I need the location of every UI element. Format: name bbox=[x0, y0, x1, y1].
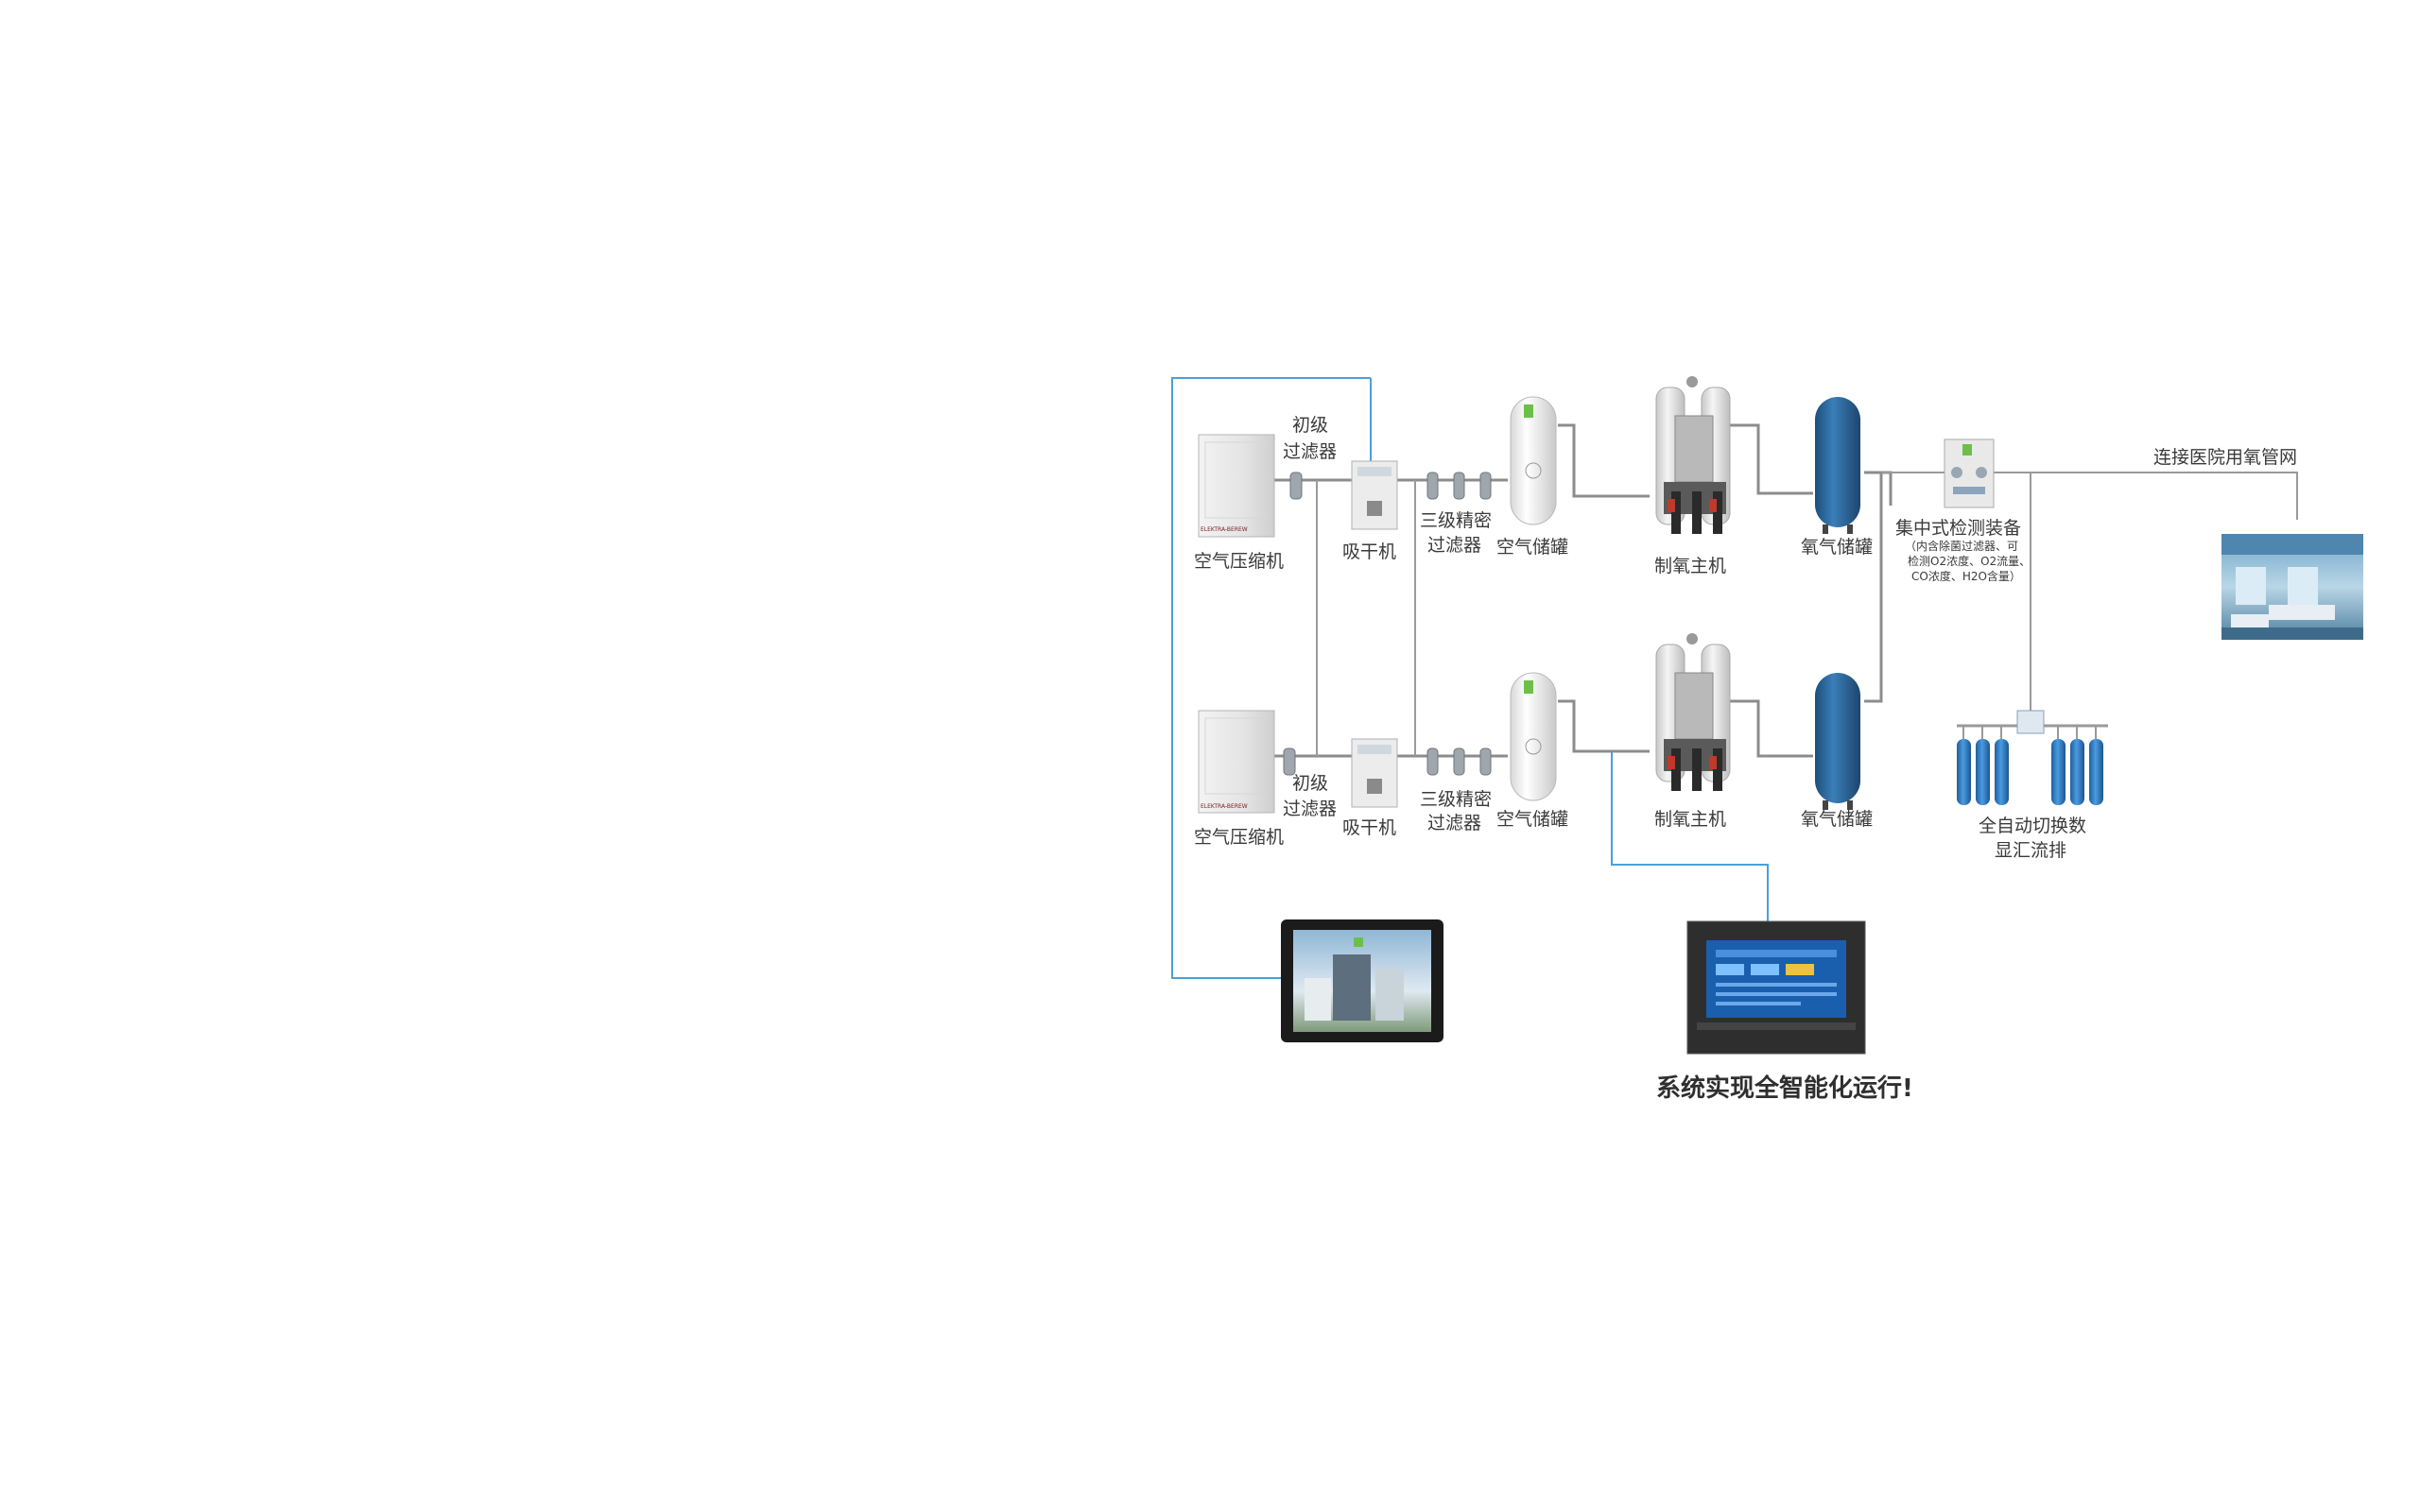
label-primary-filter-bottom-2: 过滤器 bbox=[1283, 799, 1337, 819]
label-monitoring-desc-2: 检测O2浓度、O2流量、 bbox=[1908, 554, 2031, 568]
label-oxygen-generator-top: 制氧主机 bbox=[1654, 556, 1726, 576]
label-dryer-bottom: 吸干机 bbox=[1342, 817, 1396, 838]
label-precision-filter-bottom-2: 过滤器 bbox=[1427, 813, 1481, 833]
precision-filters-top bbox=[1426, 472, 1492, 500]
compressor-brand: ELEKTRA-BEREW bbox=[1201, 803, 1248, 810]
label-monitoring-unit: 集中式检测装备 bbox=[1895, 518, 2021, 539]
air-tank-bottom bbox=[1510, 672, 1557, 801]
central-monitoring-unit bbox=[1944, 438, 1995, 508]
pipes bbox=[1274, 423, 2298, 758]
slogan: 系统实现全智能化运行! bbox=[1656, 1074, 1913, 1103]
hospital-ward-image bbox=[2221, 534, 2363, 640]
label-monitoring-desc-1: （内含除菌过滤器、可 bbox=[1905, 539, 2018, 553]
label-air-tank-bottom: 空气储罐 bbox=[1496, 809, 1568, 830]
oxygen-tank-bottom bbox=[1815, 673, 1860, 810]
oxygen-generator-top bbox=[1655, 376, 1731, 534]
dryer-bottom bbox=[1351, 738, 1398, 808]
tablet-device bbox=[1281, 919, 1443, 1042]
compressor-brand: ELEKTRA-BEREW bbox=[1201, 526, 1248, 533]
label-manifold-2: 显汇流排 bbox=[1995, 840, 2066, 861]
primary-filter-bottom bbox=[1283, 747, 1296, 776]
label-primary-filter-top-2: 过滤器 bbox=[1283, 441, 1337, 462]
label-precision-filter-bottom-1: 三级精密 bbox=[1420, 789, 1492, 810]
cylinder-manifold bbox=[1957, 710, 2108, 805]
label-oxygen-tank-top: 氧气储罐 bbox=[1801, 537, 1873, 558]
label-precision-filter-top-1: 三级精密 bbox=[1420, 510, 1492, 531]
labels: 空气压缩机 空气压缩机 初级 过滤器 初级 过滤器 吸干机 吸干机 三级精密 过… bbox=[1194, 415, 2297, 1103]
label-oxygen-generator-bottom: 制氧主机 bbox=[1654, 809, 1726, 830]
oxygen-generator-bottom bbox=[1655, 633, 1731, 791]
air-tank-top bbox=[1510, 396, 1557, 525]
label-oxygen-tank-bottom: 氧气储罐 bbox=[1801, 809, 1873, 830]
air-compressor-top: ELEKTRA-BEREW bbox=[1198, 434, 1275, 538]
label-compressor-bottom: 空气压缩机 bbox=[1194, 827, 1284, 848]
air-compressor-bottom: ELEKTRA-BEREW bbox=[1198, 710, 1275, 814]
label-manifold-1: 全自动切换数 bbox=[1979, 816, 2086, 836]
label-hospital-network: 连接医院用氧管网 bbox=[2153, 447, 2297, 468]
label-primary-filter-top-1: 初级 bbox=[1292, 415, 1328, 436]
label-precision-filter-top-2: 过滤器 bbox=[1427, 535, 1481, 556]
primary-filter-top bbox=[1289, 472, 1303, 500]
label-air-tank-top: 空气储罐 bbox=[1496, 537, 1568, 558]
oxygen-tank-top bbox=[1815, 397, 1860, 534]
label-monitoring-desc-3: CO浓度、H2O含量） bbox=[1911, 569, 2021, 583]
label-dryer-top: 吸干机 bbox=[1342, 541, 1396, 562]
control-panel-screen bbox=[1686, 920, 1866, 1055]
precision-filters-bottom bbox=[1426, 747, 1492, 776]
dryer-top bbox=[1351, 460, 1398, 530]
label-compressor-top: 空气压缩机 bbox=[1194, 551, 1284, 572]
label-primary-filter-bottom-1: 初级 bbox=[1292, 773, 1328, 794]
